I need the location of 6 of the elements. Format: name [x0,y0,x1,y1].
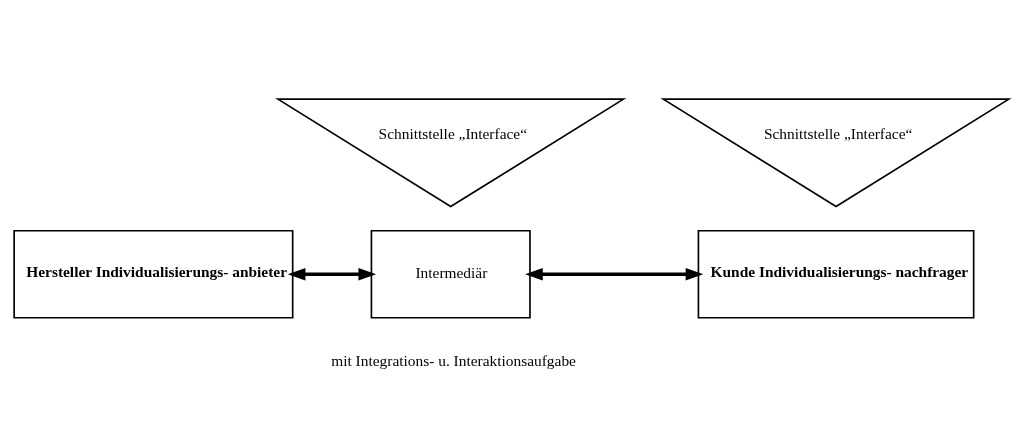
node-box: Kunde Individualisierungs- nachfrager [697,229,974,319]
node-box: Intermediär [370,229,531,319]
arrow [287,267,376,280]
node-box: Hersteller Individualisierungs- anbieter [12,229,294,319]
arrow [524,267,703,280]
node-label: mit Integrations- u. Interaktionsaufgabe [330,351,576,369]
